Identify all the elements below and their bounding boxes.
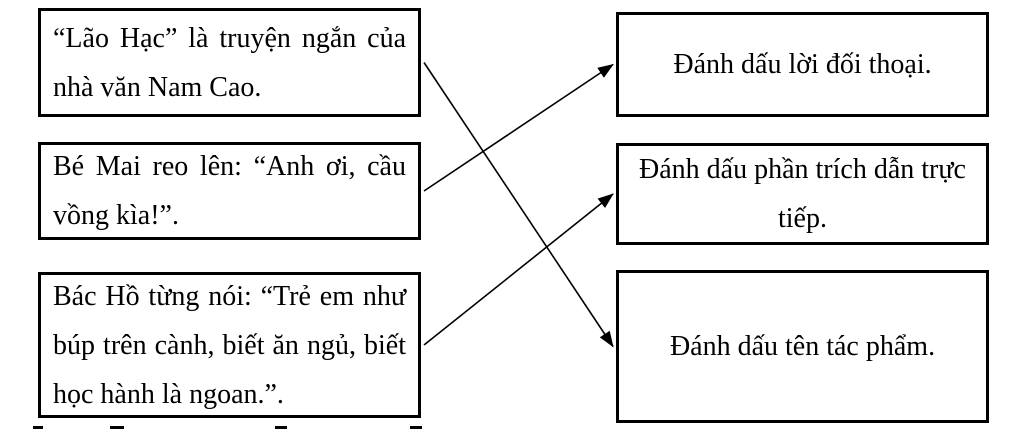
connection-arrow [423, 62, 614, 348]
right-item-3: Đánh dấu tên tác phẩm. [616, 270, 989, 423]
connection-arrow [423, 63, 614, 192]
cut-off-text-fragment [275, 426, 287, 429]
left-item-text-line: nhà văn Nam Cao. [53, 71, 262, 103]
left-item-text-line: học hành là ngoan.”. [53, 378, 284, 410]
right-item-text-line: Đánh dấu phần trích dẫn trực [639, 154, 966, 185]
left-item-text-line: Bé Mai reo lên: “Anh ơi, cầu [53, 151, 406, 182]
right-item-text-line: tiếp. [778, 203, 827, 234]
left-item-text-line: búp trên cành, biết ăn ngủ, biết [53, 329, 406, 361]
left-item-text-line: vồng kìa!”. [53, 200, 179, 231]
right-item-text-line: Đánh dấu lời đối thoại. [673, 49, 932, 80]
cut-off-text-fragment [410, 426, 422, 429]
left-item-text-line: “Lão Hạc” là truyện ngắn của [53, 22, 406, 54]
left-item-3: Bác Hồ từng nói: “Trẻ em như búp trên càn… [38, 272, 421, 418]
cut-off-text-fragment [33, 426, 43, 429]
left-item-2: Bé Mai reo lên: “Anh ơi, cầu vồng kìa!”. [38, 142, 421, 240]
left-item-text-line: Bác Hồ từng nói: “Trẻ em như [53, 280, 406, 312]
left-item-1: “Lão Hạc” là truyện ngắn của nhà văn Nam … [38, 8, 421, 117]
right-item-text-line: Đánh dấu tên tác phẩm. [669, 331, 936, 362]
cut-off-text-fragment [110, 426, 124, 429]
connection-arrow [423, 193, 614, 346]
right-item-2: Đánh dấu phần trích dẫn trực tiếp. [616, 143, 989, 245]
right-item-1: Đánh dấu lời đối thoại. [616, 12, 989, 117]
